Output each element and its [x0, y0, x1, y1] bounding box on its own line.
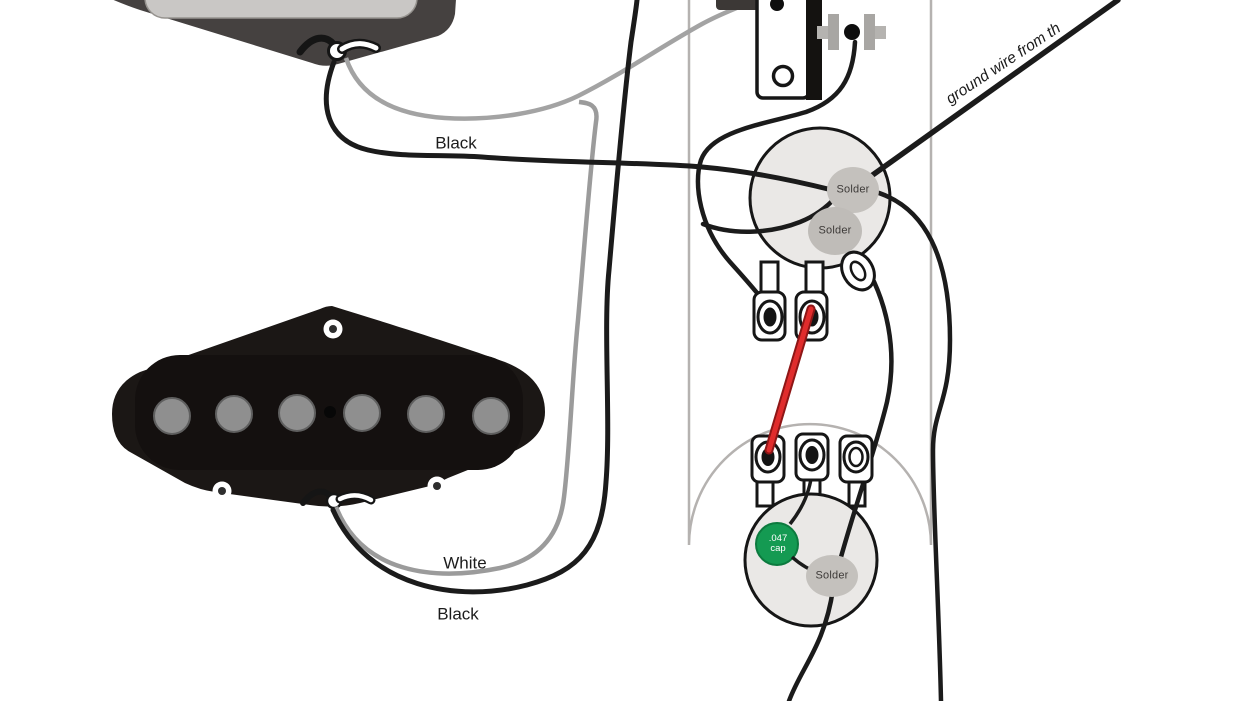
tone-output-wire — [786, 586, 836, 701]
volume-solder-blob-top — [827, 167, 879, 213]
neck-pickup — [113, 0, 456, 66]
switch-terminal-dot — [770, 0, 784, 11]
switch-to-volume-wire — [695, 39, 858, 311]
volume-solder-label-bottom: Solder — [818, 224, 852, 237]
bridge-pole-pieces — [153, 394, 510, 435]
neck-black-wire — [323, 59, 835, 193]
bridge-black-wire — [330, 0, 640, 595]
neck-black-wire-label: Black — [435, 133, 477, 153]
neck-wire-grommet-icon — [296, 34, 381, 61]
neck-pickup-cover — [144, 0, 418, 19]
cap-label: .047 cap — [768, 532, 788, 555]
bridge-mount-holes — [212, 319, 447, 501]
cap-word: cap — [770, 543, 786, 554]
switch-lever-base — [716, 0, 762, 10]
switch-mount-hole — [771, 64, 795, 88]
bridge-white-wire-label: White — [443, 553, 487, 573]
neck-white-wire — [343, 0, 752, 121]
bridge-black-wire-label: Black — [437, 604, 479, 624]
volume-solder-blob-bottom — [808, 207, 862, 255]
around-plate-wire — [865, 187, 953, 701]
switch-bracket-icon — [817, 14, 886, 50]
tone-solder-label: Solder — [815, 569, 849, 582]
tone-solder-blob — [806, 555, 858, 597]
tone-pot — [743, 459, 879, 628]
switch-branch-to-solder-wire — [700, 194, 839, 234]
volume-solder-label-top: Solder — [836, 183, 870, 196]
tone-capacitor — [755, 522, 799, 566]
ground-wire — [857, 0, 1121, 187]
selector-switch — [716, 0, 886, 100]
control-plate — [687, 0, 933, 546]
black-wires — [323, 0, 1121, 701]
switch-side-bar — [806, 0, 822, 100]
volume-to-tone-ground-wire — [838, 255, 894, 560]
cap-value: .047 — [768, 532, 788, 544]
switch-bracket-terminal-dot — [844, 24, 860, 40]
volume-to-tone-red-wire — [764, 304, 816, 455]
bridge-pickup — [112, 306, 545, 510]
bridge-white-wire — [333, 99, 599, 576]
